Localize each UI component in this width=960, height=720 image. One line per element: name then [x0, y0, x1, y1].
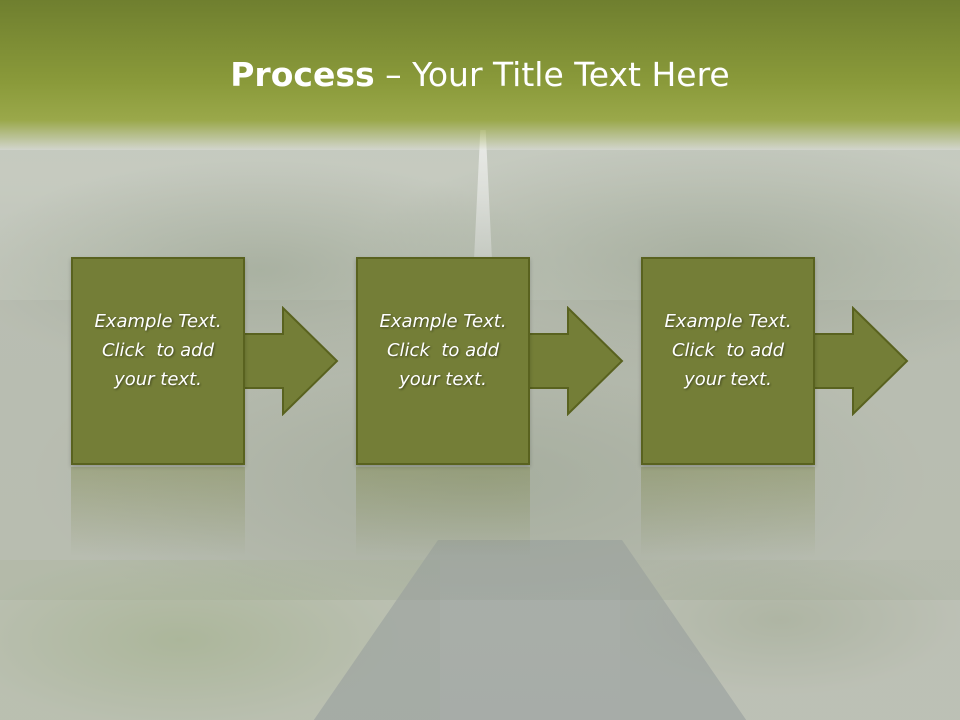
step-label-line: your text.	[399, 369, 487, 390]
step-label-line: Example Text.	[664, 311, 792, 332]
step-reflection	[641, 467, 815, 557]
step-label-line: Click to add	[671, 340, 784, 361]
step-label-line: Click to add	[101, 340, 214, 361]
step-label-line: your text.	[684, 369, 772, 390]
step-box	[356, 257, 530, 465]
title-rest: – Your Title Text Here	[374, 55, 730, 94]
slide-title[interactable]: Process – Your Title Text Here	[0, 50, 960, 100]
process-step-1[interactable]: Example Text. Click to add your text.	[71, 257, 341, 467]
step-reflection	[71, 467, 245, 557]
step-label-line: Click to add	[386, 340, 499, 361]
step-label: Example Text. Click to add your text.	[75, 307, 241, 394]
step-label-line: Example Text.	[379, 311, 507, 332]
arrow-right-icon	[813, 306, 909, 416]
title-bold: Process	[230, 55, 375, 94]
step-label: Example Text. Click to add your text.	[360, 307, 526, 394]
step-label-line: Example Text.	[94, 311, 222, 332]
arrow-right-icon	[243, 306, 339, 416]
step-label-line: your text.	[114, 369, 202, 390]
step-box	[71, 257, 245, 465]
title-band	[0, 0, 960, 150]
process-step-3[interactable]: Example Text. Click to add your text.	[641, 257, 911, 467]
process-step-2[interactable]: Example Text. Click to add your text.	[356, 257, 626, 467]
arrow-right-icon	[528, 306, 624, 416]
step-label: Example Text. Click to add your text.	[645, 307, 811, 394]
step-box	[641, 257, 815, 465]
step-reflection	[356, 467, 530, 557]
